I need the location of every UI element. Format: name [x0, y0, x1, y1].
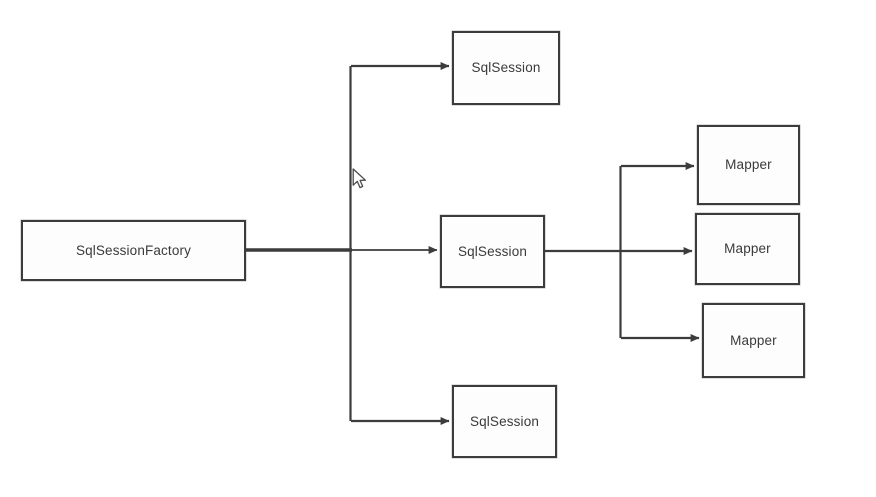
node-label: SqlSession [457, 243, 528, 259]
node-sqlsession-top[interactable]: SqlSession [452, 31, 560, 105]
node-label: Mapper [725, 157, 772, 173]
node-label: Mapper [724, 241, 771, 257]
node-sqlsession-bottom[interactable]: SqlSession [452, 385, 557, 458]
node-mapper-bottom[interactable]: Mapper [702, 303, 805, 378]
node-sqlsessionfactory[interactable]: SqlSessionFactory [21, 220, 246, 281]
node-label: SqlSessionFactory [75, 242, 192, 258]
node-mapper-top[interactable]: Mapper [697, 125, 800, 205]
node-label: SqlSession [469, 413, 540, 429]
node-label: Mapper [730, 332, 777, 348]
node-label: SqlSession [471, 60, 541, 76]
node-sqlsession-mid[interactable]: SqlSession [440, 215, 545, 288]
mouse-pointer-arrow-icon [352, 168, 367, 189]
node-mapper-mid[interactable]: Mapper [695, 213, 800, 285]
